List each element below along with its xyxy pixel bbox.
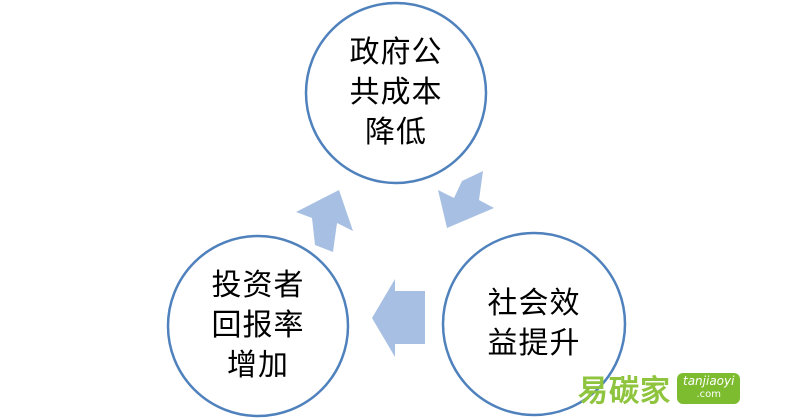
watermark-badge: tanjiaoyi .com (677, 372, 741, 404)
arrow-right-to-left (372, 279, 425, 357)
node-left-line-1: 投资者 (211, 268, 305, 303)
node-circle-left (166, 234, 350, 418)
node-left-line-3: 增加 (227, 348, 289, 383)
node-circle-top (304, 1, 488, 185)
watermark-suffix: .com (696, 388, 721, 400)
node-right-line-1: 社会效 (487, 286, 581, 321)
arrow-left-to-top (296, 190, 353, 252)
node-top-line-1: 政府公 (349, 35, 443, 70)
watermark-logo-text: 易碳家 (578, 374, 671, 409)
node-right-line-2: 益提升 (487, 326, 581, 361)
node-top-line-2: 共成本 (349, 75, 443, 110)
watermark: 易碳家 tanjiaoyi .com (578, 366, 741, 410)
node-label-left: 投资者 回报率 增加 (168, 266, 348, 386)
arrow-top-to-right (438, 171, 494, 228)
node-label-top: 政府公 共成本 降低 (306, 33, 486, 153)
node-circle-right (441, 231, 627, 417)
node-top-line-3: 降低 (365, 115, 427, 150)
node-left-line-2: 回报率 (211, 308, 305, 343)
watermark-domain: tanjiaoyi (683, 373, 735, 388)
node-label-right: 社会效 益提升 (444, 284, 624, 364)
